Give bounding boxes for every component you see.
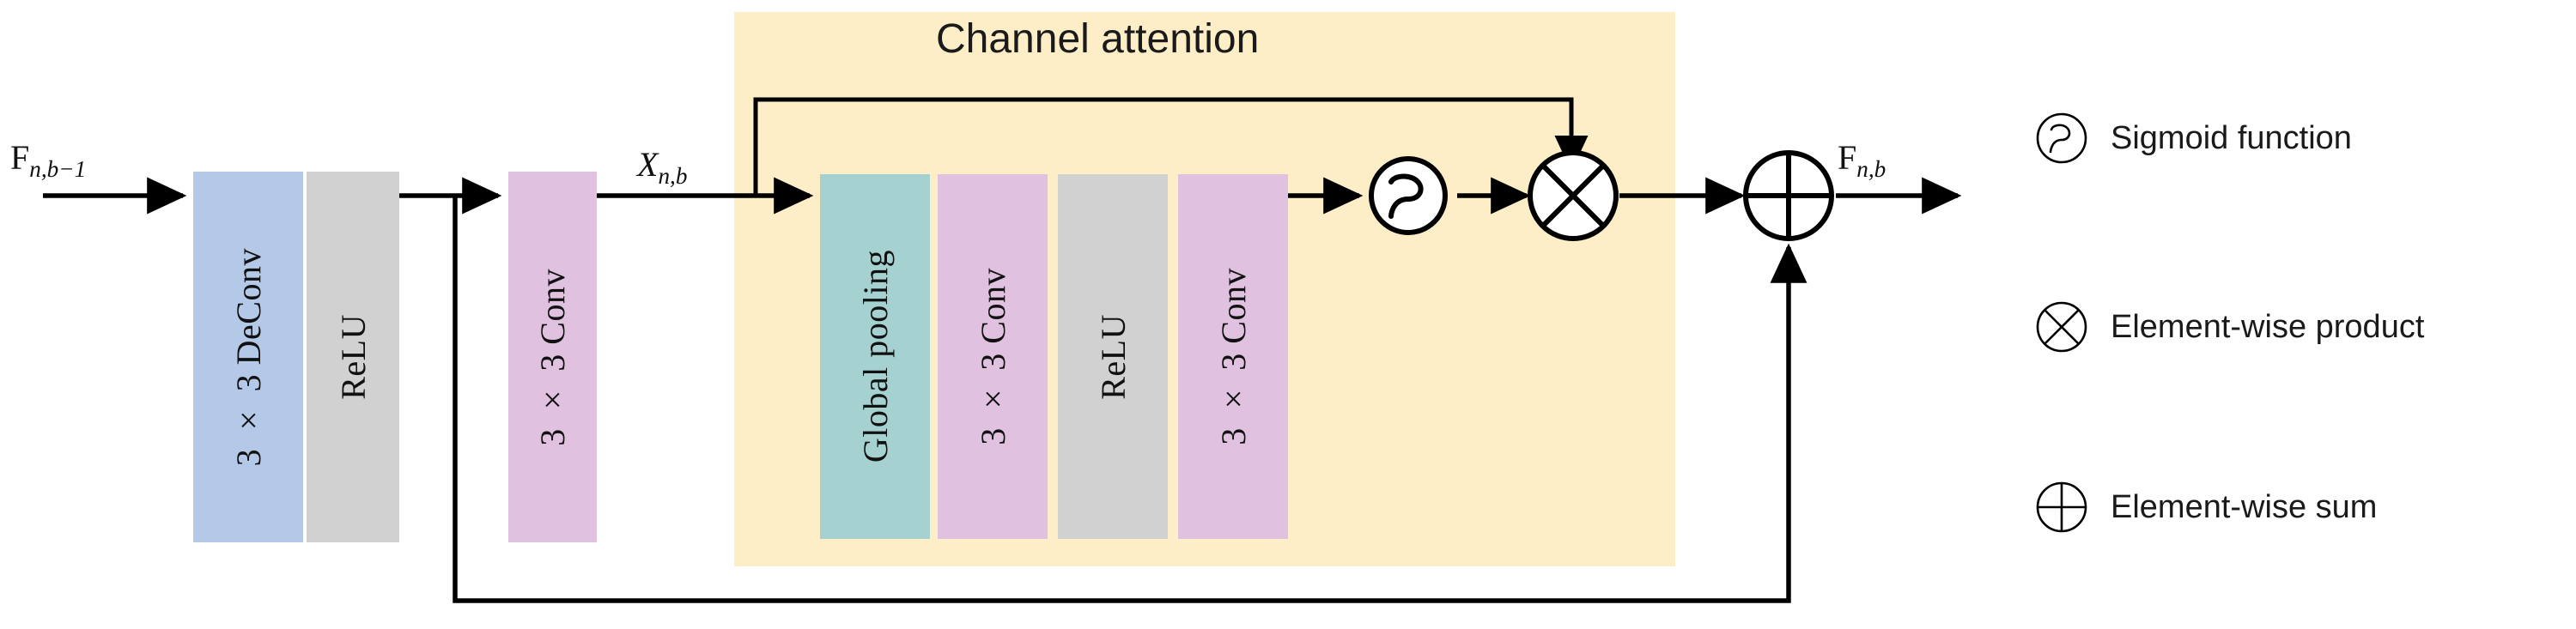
input-feature-subscript: n,b−1	[29, 156, 87, 182]
intermediate-feature-base: X	[637, 145, 659, 184]
sigmoid-icon	[2036, 112, 2087, 164]
element-wise-sum-operator	[1743, 150, 1834, 241]
intermediate-feature-subscript: n,b	[658, 163, 688, 189]
global-pooling-block: Global pooling	[820, 174, 930, 539]
sigmoid-operator	[1369, 156, 1448, 235]
relu-block-2: ReLU	[1058, 174, 1168, 539]
relu-block-1: ReLU	[307, 172, 399, 542]
legend-label-sigmoid: Sigmoid function	[2111, 119, 2352, 156]
attention-skip-branch	[753, 97, 1589, 196]
legend-item-multiply: Element-wise product	[2035, 300, 2424, 354]
sum-icon	[2036, 481, 2087, 533]
legend-label-multiply: Element-wise product	[2111, 308, 2425, 345]
deconv-3x3-block: 3 × 3 DeConv	[193, 172, 303, 542]
output-feature-base: F	[1838, 138, 1857, 177]
residual-skip-connection	[453, 196, 1807, 603]
intermediate-feature-label: Xn,b	[637, 144, 687, 190]
legend-label-sum: Element-wise sum	[2111, 488, 2378, 525]
conv-3x3-block-2: 3 × 3 Conv	[938, 174, 1048, 539]
input-feature-base: F	[10, 138, 30, 177]
multiply-icon	[2036, 301, 2087, 353]
input-feature-label: Fn,b−1	[10, 137, 86, 183]
conv-3x3-block-3: 3 × 3 Conv	[1178, 174, 1288, 539]
channel-attention-title: Channel attention	[936, 16, 1260, 62]
legend-item-sum: Element-wise sum	[2035, 481, 2377, 534]
output-feature-subscript: n,b	[1856, 156, 1886, 182]
element-wise-product-operator	[1528, 150, 1619, 241]
legend: Sigmoid function Element-wise product El…	[2035, 60, 2550, 575]
conv-3x3-block-1: 3 × 3 Conv	[508, 172, 597, 542]
output-feature-label: Fn,b	[1838, 137, 1886, 183]
legend-item-sigmoid: Sigmoid function	[2035, 112, 2352, 165]
